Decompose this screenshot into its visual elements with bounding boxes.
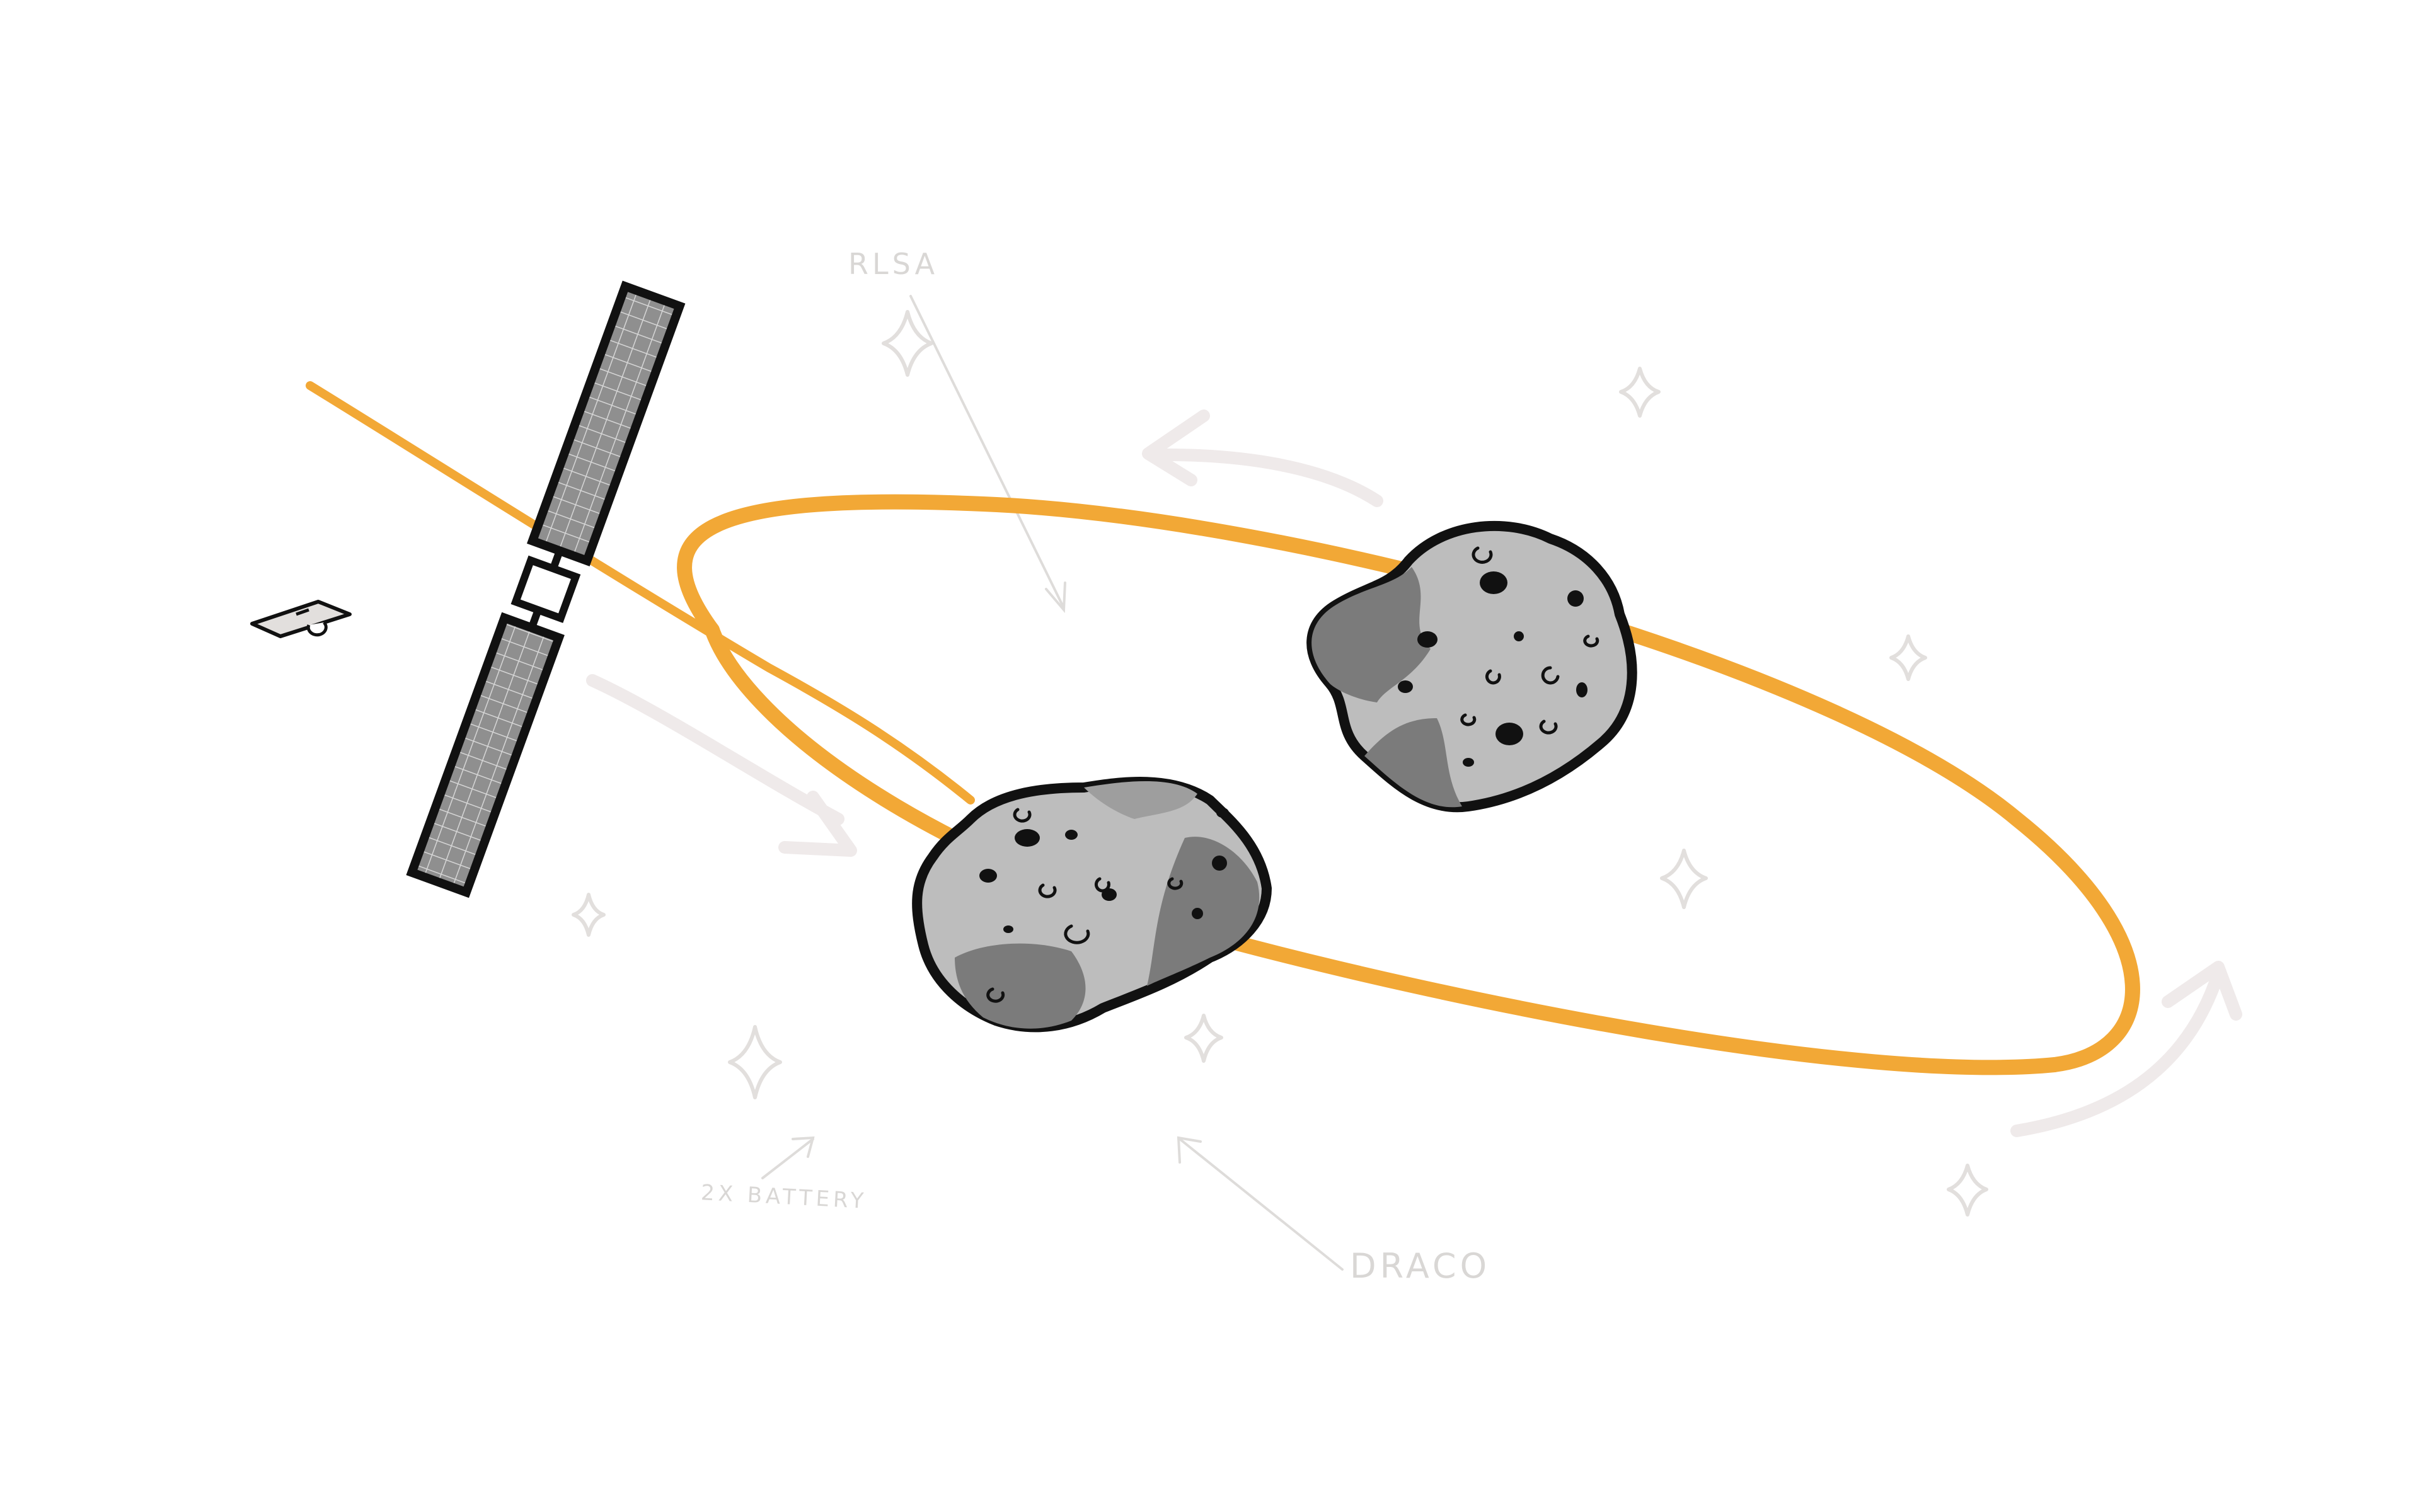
draco-label: DRACO: [1350, 1246, 1491, 1286]
rlsa-label: RLSA: [848, 247, 939, 281]
sparkle-icon: [882, 310, 933, 377]
solar-array-icon: [406, 612, 565, 898]
small-spacecraft-icon: [250, 600, 352, 638]
sparkle-icon: [1184, 1014, 1223, 1063]
sparkle-icon: [1889, 634, 1927, 681]
label-leaders: [761, 295, 1344, 1271]
sparkle-icon: [1660, 849, 1708, 909]
sparkle-icon: [572, 893, 606, 937]
solar-array-icon: [526, 280, 686, 566]
draco-leader: [1178, 1138, 1344, 1271]
motion-arrow-icon: [778, 791, 857, 857]
orbit-front: [705, 622, 2062, 1075]
sparkle-icon: [728, 1025, 782, 1099]
asteroid-upper: [1306, 520, 1637, 813]
draco-leader-arrow: [1177, 1136, 1202, 1164]
asteroid-lower: [912, 777, 1272, 1033]
small-spacecraft: [250, 600, 352, 638]
sparkle-icon: [1619, 367, 1661, 418]
motion-arrows: [586, 410, 2242, 1137]
rlsa-leader: [909, 295, 1065, 609]
sparkle-icon: [1947, 1164, 1988, 1217]
sparkles: [572, 310, 1988, 1217]
battery-leader: [761, 1138, 814, 1179]
spacecraft-icon: [510, 555, 581, 623]
battery-leader-arrow: [792, 1136, 815, 1158]
motion-arrow-icon: [1147, 448, 1383, 507]
motion-arrow-icon: [2162, 961, 2242, 1021]
motion-arrow-icon: [2010, 967, 2225, 1137]
rlsa-leader-arrow: [1045, 581, 1066, 614]
approach-trajectory: [306, 381, 975, 805]
motion-arrow-icon: [1142, 410, 1210, 486]
motion-arrow-icon: [586, 674, 844, 825]
spacecraft: [406, 280, 686, 898]
